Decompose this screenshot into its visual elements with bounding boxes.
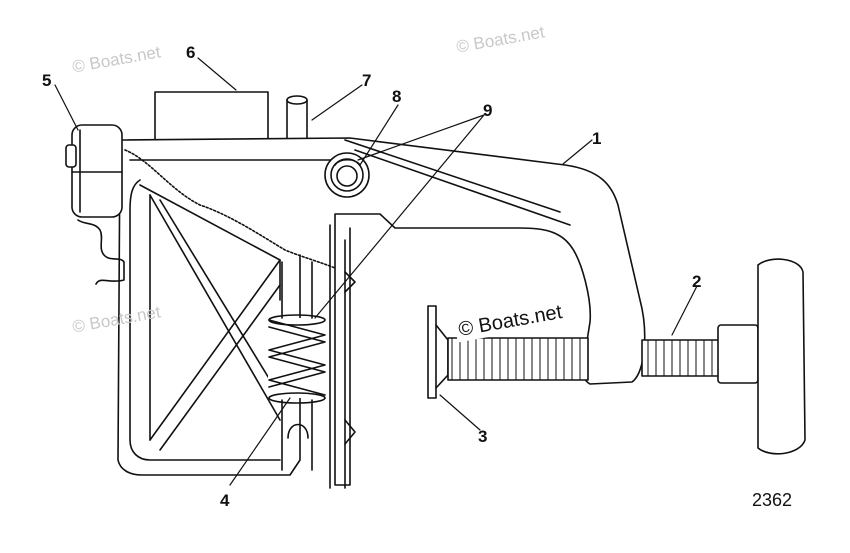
- callout-5: 5: [42, 71, 52, 90]
- callout-6: 6: [186, 43, 196, 62]
- part-4-spring: [268, 261, 326, 471]
- part-5-knob: [65, 124, 125, 285]
- callout-4: 4: [220, 491, 230, 510]
- part-7-pin: [286, 95, 308, 145]
- callout-2: 2: [692, 272, 702, 291]
- callout-1: 1: [592, 129, 602, 148]
- callout-8: 8: [392, 87, 402, 106]
- figure-number: 2362: [752, 490, 793, 510]
- part-3-pad: [427, 305, 449, 399]
- part-8-pivot: [324, 152, 370, 198]
- part-2-screw: [447, 258, 806, 455]
- callout-9: 9: [483, 101, 493, 120]
- callout-3: 3: [478, 427, 488, 446]
- part-6-block: [154, 91, 269, 141]
- bracket-housing: [117, 137, 646, 486]
- leader-lines: [54, 57, 698, 486]
- callout-7: 7: [362, 71, 372, 90]
